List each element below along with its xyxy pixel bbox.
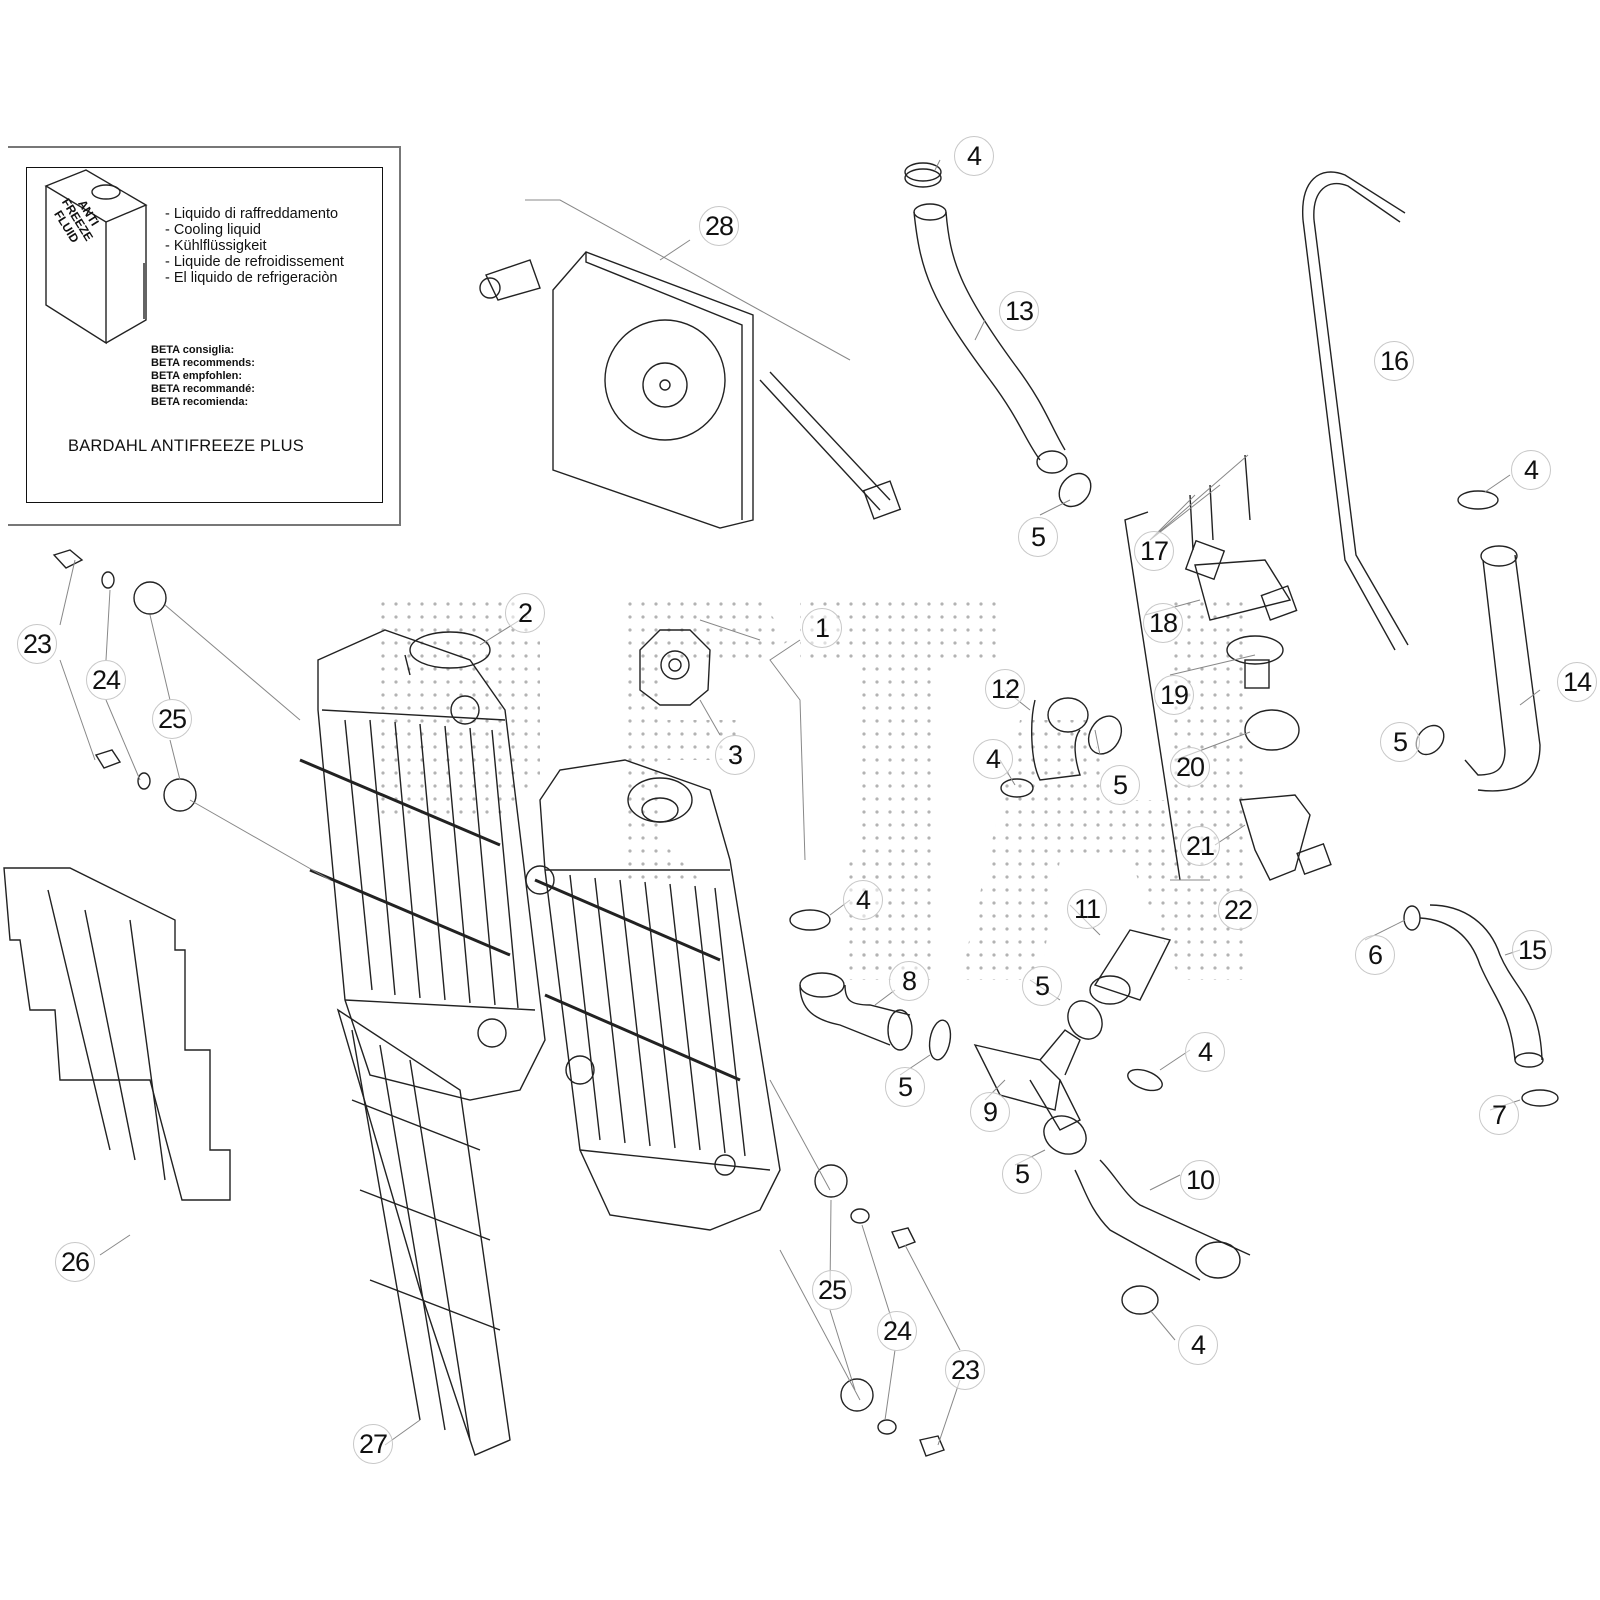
- lower-hose-drawing: [1043, 1115, 1251, 1315]
- recommendation-translations: BETA consiglia: BETA recommends: BETA em…: [151, 344, 255, 409]
- callout-part[interactable]: 4: [973, 739, 1013, 779]
- callout-part[interactable]: 10: [1180, 1160, 1220, 1200]
- callout-part[interactable]: 4: [954, 136, 994, 176]
- callout-part[interactable]: 27: [353, 1424, 393, 1464]
- upper-hose-drawing: [904, 162, 1092, 508]
- callout-part[interactable]: 5: [1380, 722, 1420, 762]
- callout-part[interactable]: 18: [1143, 603, 1183, 643]
- callout-part[interactable]: 17: [1134, 531, 1174, 571]
- callout-part[interactable]: 8: [889, 961, 929, 1001]
- coolant-info-box: [26, 167, 383, 503]
- y-junction-drawing: [973, 929, 1172, 1131]
- l-hose-drawing: [1415, 490, 1541, 792]
- radiator-cap-drawing: [639, 629, 711, 706]
- callout-part[interactable]: 24: [86, 660, 126, 700]
- callout-part[interactable]: 26: [55, 1242, 95, 1282]
- callout-part[interactable]: 28: [699, 206, 739, 246]
- recommended-product: BARDAHL ANTIFREEZE PLUS: [68, 437, 304, 455]
- part-outlines: [3, 162, 1559, 1457]
- recommend-fr: BETA recommandé:: [151, 383, 255, 395]
- callout-part[interactable]: 5: [885, 1067, 925, 1107]
- translation-de: - Kühlflüssigkeit: [165, 238, 267, 254]
- callout-part[interactable]: 6: [1355, 935, 1395, 975]
- callout-part[interactable]: 4: [843, 880, 883, 920]
- callout-part[interactable]: 5: [1100, 765, 1140, 805]
- callout-part[interactable]: 5: [1002, 1154, 1042, 1194]
- callout-part[interactable]: 19: [1154, 675, 1194, 715]
- radiator-guards-drawing: [3, 867, 511, 1456]
- callout-part[interactable]: 23: [17, 624, 57, 664]
- callout-part[interactable]: 5: [1022, 966, 1062, 1006]
- callout-part[interactable]: 4: [1178, 1325, 1218, 1365]
- callout-part[interactable]: 1: [802, 608, 842, 648]
- mount-hardware-drawing: [52, 549, 945, 1457]
- callout-part[interactable]: 2: [505, 593, 545, 633]
- thermostat-drawing: [1124, 454, 1332, 881]
- callout-part[interactable]: 4: [1185, 1032, 1225, 1072]
- callout-part[interactable]: 16: [1374, 341, 1414, 381]
- translation-it: - Liquido di raffreddamento: [165, 206, 339, 222]
- elbow-hose-upper-drawing: [1000, 697, 1123, 798]
- overflow-tube-drawing: [1302, 171, 1409, 651]
- translation-en: - Cooling liquid: [165, 222, 261, 238]
- callout-part[interactable]: 22: [1218, 890, 1258, 930]
- callout-part[interactable]: 21: [1180, 826, 1220, 866]
- right-radiator-drawing: [525, 759, 781, 1231]
- left-radiator-drawing: [299, 629, 546, 1101]
- callout-part[interactable]: 20: [1170, 747, 1210, 787]
- callout-part[interactable]: 5: [1018, 517, 1058, 557]
- callout-part[interactable]: 12: [985, 669, 1025, 709]
- recommend-it: BETA consiglia:: [151, 344, 235, 356]
- callout-part[interactable]: 13: [999, 291, 1039, 331]
- leader-lines: [59, 159, 1541, 1446]
- callout-part[interactable]: 24: [877, 1311, 917, 1351]
- callout-part[interactable]: 15: [1512, 930, 1552, 970]
- callout-part[interactable]: 11: [1067, 889, 1107, 929]
- callout-part[interactable]: 25: [152, 699, 192, 739]
- translation-fr: - Liquide de refroidissement: [165, 254, 344, 270]
- callout-part[interactable]: 7: [1479, 1095, 1519, 1135]
- callout-part[interactable]: 25: [812, 1270, 852, 1310]
- translation-es: - El liquido de refrigeraciòn: [165, 270, 338, 286]
- recommend-es: BETA recomienda:: [151, 396, 249, 408]
- recommend-de: BETA empfohlen:: [151, 370, 243, 382]
- recommend-en: BETA recommends:: [151, 357, 255, 369]
- bypass-hose-drawing: [1403, 904, 1559, 1107]
- callout-part[interactable]: 23: [945, 1350, 985, 1390]
- coolant-name-translations: - Liquido di raffreddamento - Cooling li…: [165, 206, 344, 286]
- callout-part[interactable]: 9: [970, 1092, 1010, 1132]
- callout-part[interactable]: 14: [1557, 662, 1597, 702]
- antifreeze-can-icon: [44, 169, 148, 345]
- callout-part[interactable]: 4: [1511, 450, 1551, 490]
- elbow-hose-drawing: [789, 909, 952, 1061]
- cooling-fan-drawing: [479, 251, 902, 529]
- info-box-frame: [8, 146, 401, 526]
- callout-part[interactable]: 3: [715, 735, 755, 775]
